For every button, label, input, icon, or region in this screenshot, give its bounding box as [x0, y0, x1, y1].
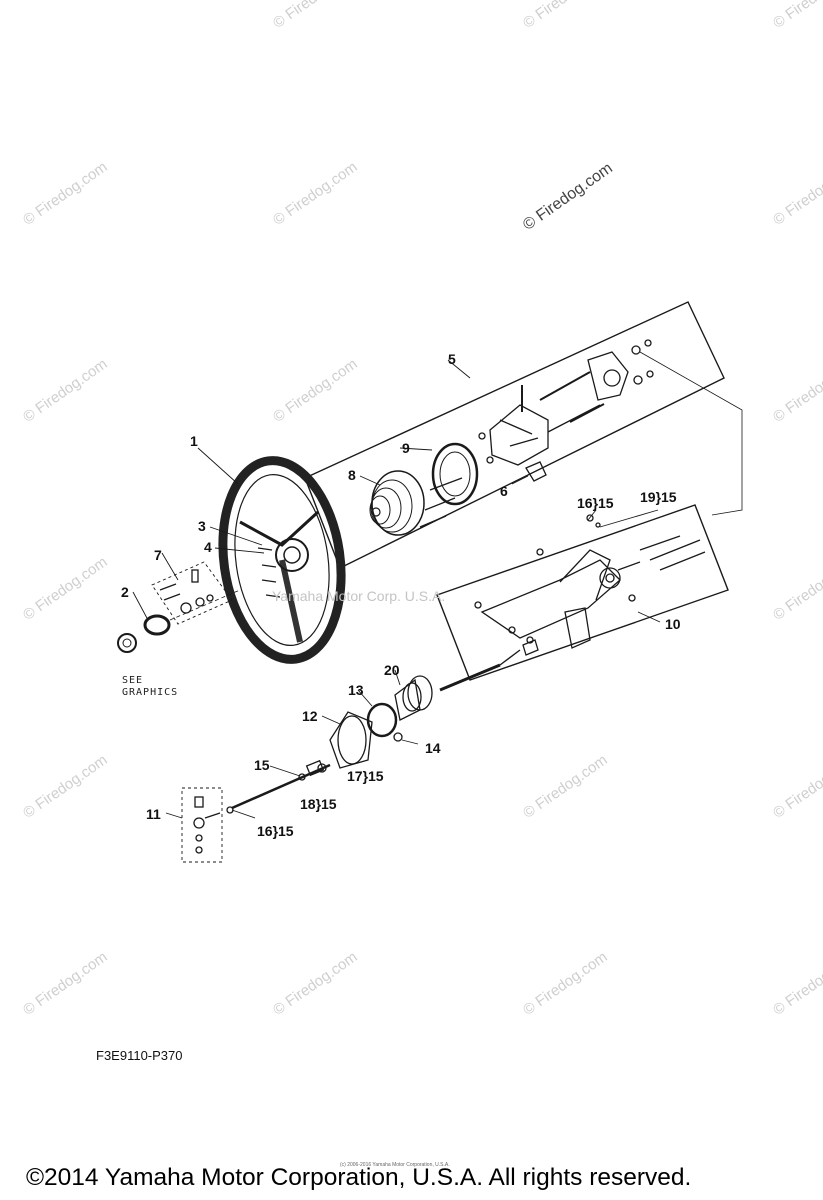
trademark-watermark: Yamaha Motor Corp. U.S.A. [272, 588, 446, 604]
mount-bracket-10 [474, 514, 706, 656]
leader-lines [132, 359, 661, 819]
callout-16a: 16}15 [577, 495, 614, 511]
callout-8: 8 [348, 467, 356, 483]
callout-13: 13 [348, 682, 364, 698]
callout-1: 1 [190, 433, 198, 449]
callout-15: 15 [254, 757, 270, 773]
callout-20: 20 [384, 662, 400, 678]
steering-shaft [226, 649, 521, 814]
trim-ring-2 [143, 614, 171, 636]
callout-6: 6 [500, 483, 508, 499]
footer-copyright: ©2014 Yamaha Motor Corporation, U.S.A. A… [26, 1164, 692, 1191]
small-copyright: (c) 2006-2016 Yamaha Motor Corporation, … [340, 1162, 450, 1168]
callout-14: 14 [425, 740, 441, 756]
callout-4: 4 [204, 539, 212, 555]
callout-18: 18}15 [300, 796, 337, 812]
callout-12: 12 [302, 708, 318, 724]
callout-16b: 16}15 [257, 823, 294, 839]
connector-line [639, 351, 743, 516]
group-box-5 [304, 301, 725, 569]
graphics-label: GRAPHICS [122, 687, 179, 698]
fastener-group-7 [151, 561, 233, 625]
callout-19: 19}15 [640, 489, 677, 505]
callout-5: 5 [448, 351, 456, 367]
end-fitting-11 [193, 796, 221, 854]
callout-9: 9 [402, 440, 410, 456]
see-graphics-note: SEE GRAPHICS [122, 675, 178, 699]
callout-7: 7 [154, 547, 162, 563]
hub-bolts [257, 547, 281, 598]
callout-2: 2 [121, 584, 129, 600]
bracket-6 [525, 461, 547, 482]
collar-9 [431, 442, 479, 506]
steering-cover-8 [369, 470, 425, 536]
callout-10: 10 [665, 616, 681, 632]
callout-17: 17}15 [347, 768, 384, 784]
emblem [117, 633, 137, 653]
end-fitting-group-11 [181, 787, 223, 863]
group-box-10 [436, 504, 729, 681]
diagram-code: F3E9110-P370 [96, 1048, 183, 1063]
see-label: SEE [122, 675, 144, 686]
steering-wheel [218, 456, 346, 664]
callout-3: 3 [198, 518, 206, 534]
steering-column-assembly [419, 339, 654, 528]
fasteners-7 [159, 569, 214, 614]
callout-11: 11 [146, 806, 161, 822]
